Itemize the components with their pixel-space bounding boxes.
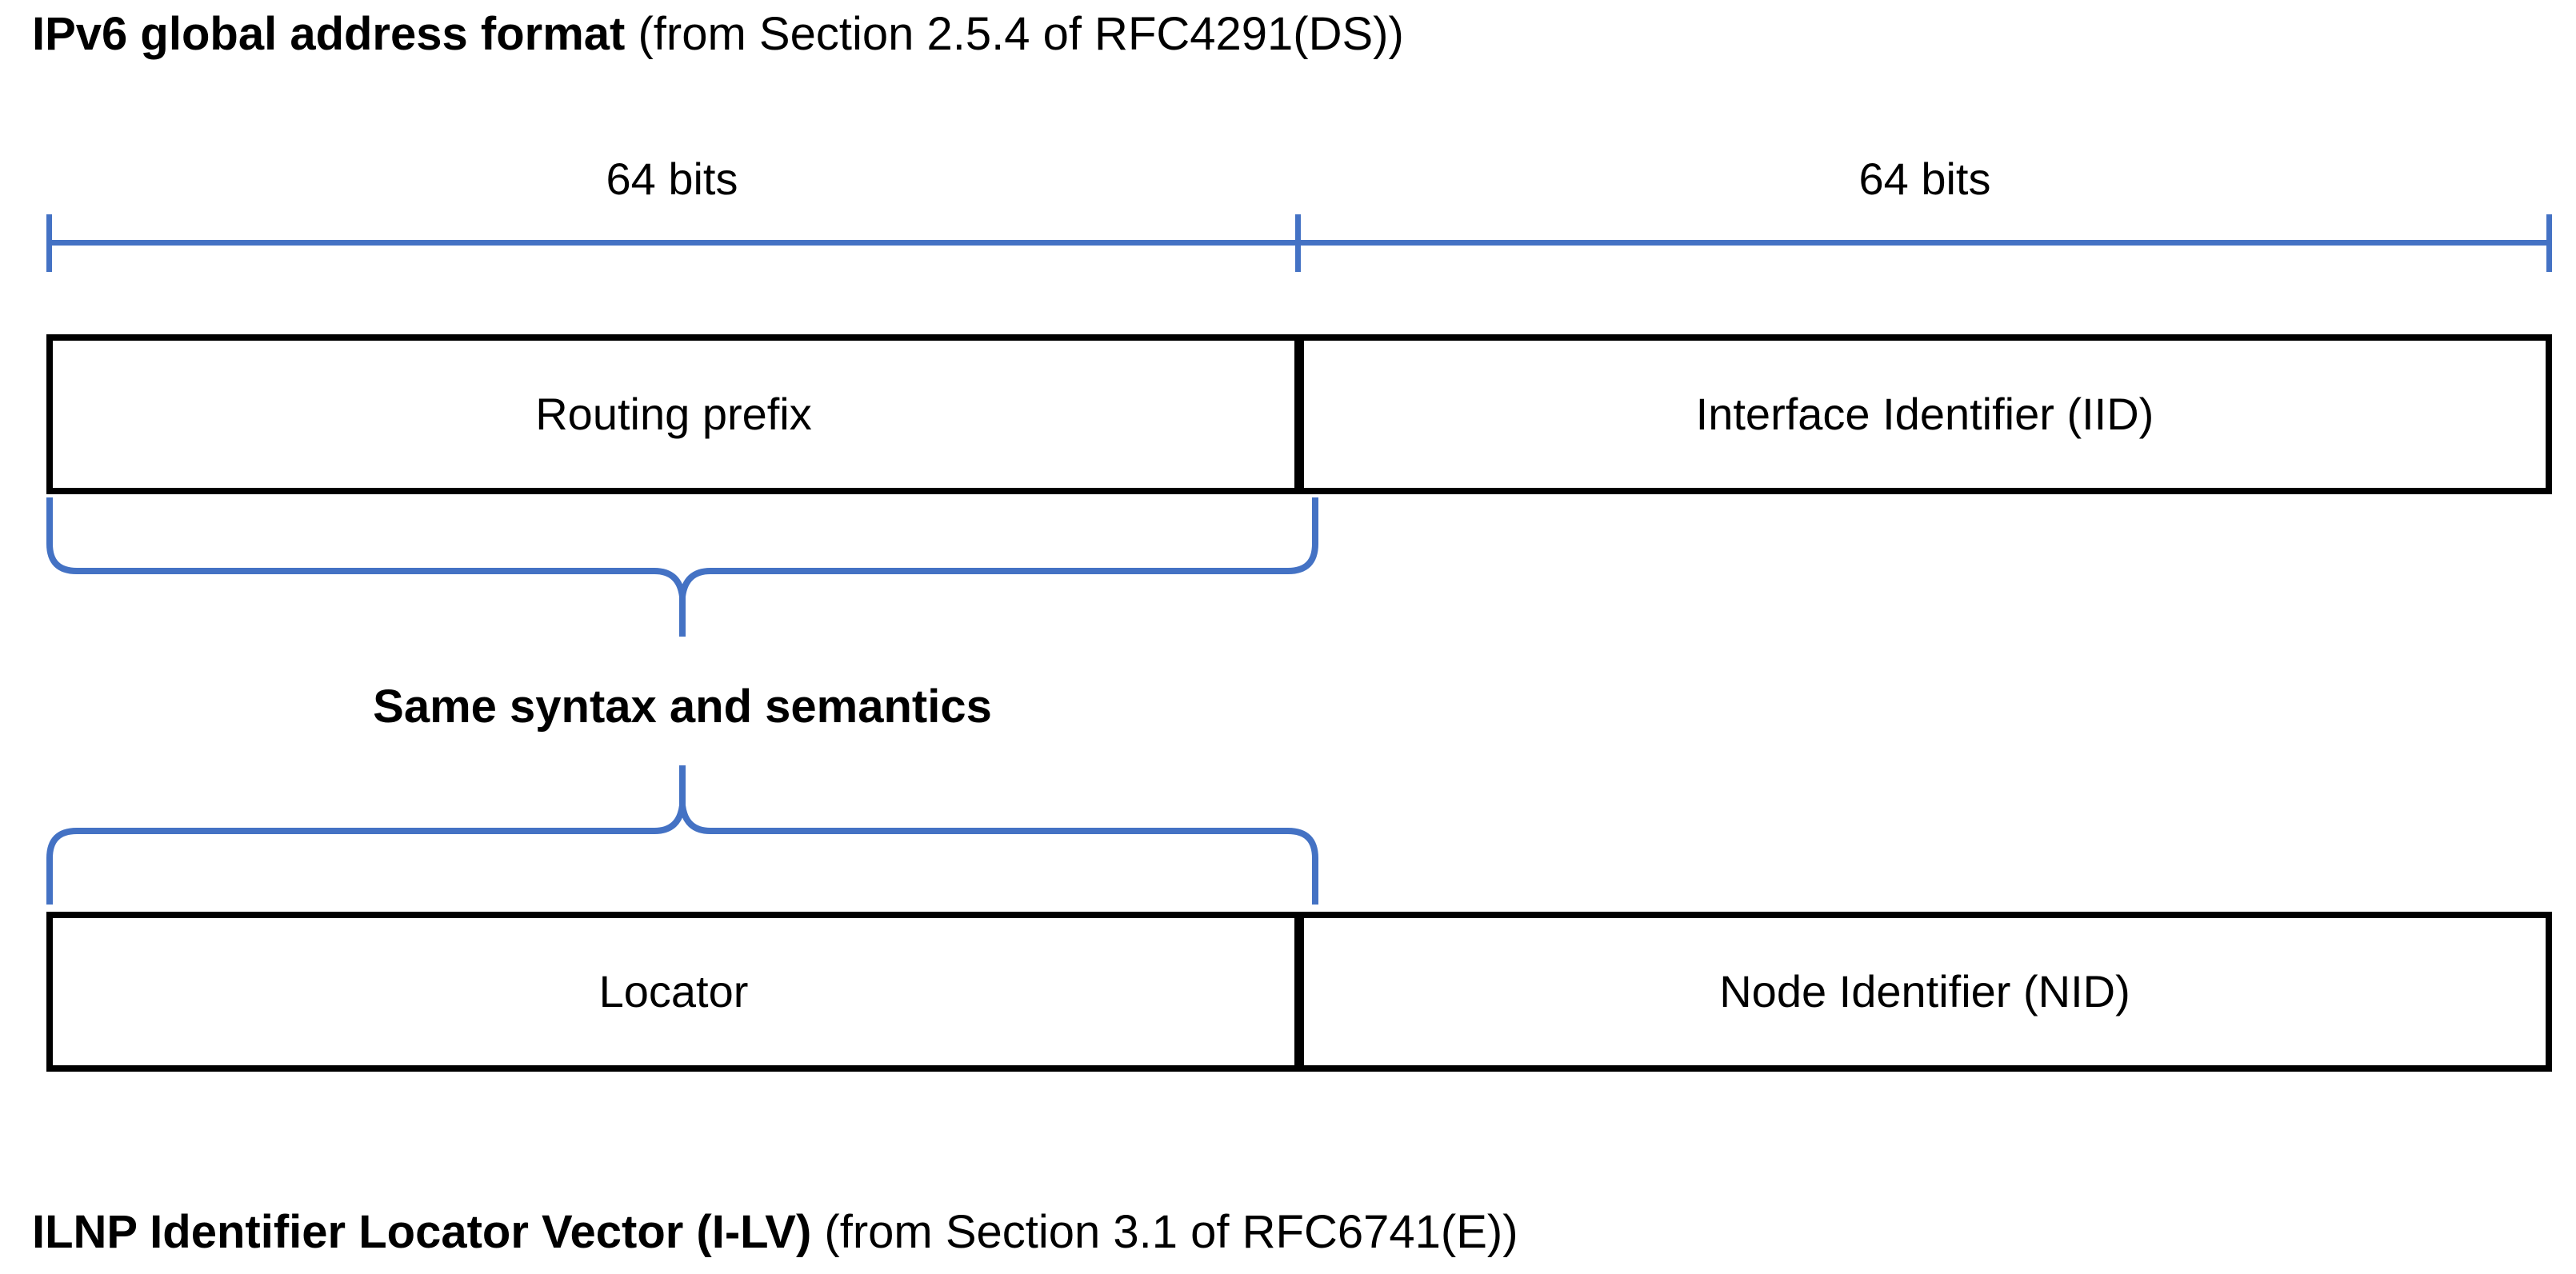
field-label-routing-prefix: Routing prefix	[535, 389, 812, 439]
top-caption-strong: IPv6 global address format	[32, 8, 626, 60]
bits-label-right: 64 bits	[1858, 154, 1991, 204]
top-caption: IPv6 global address format (from Section…	[32, 11, 1404, 58]
field-label-interface-identifier: Interface Identifier (IID)	[1695, 389, 2154, 439]
field-box-node-identifier: Node Identifier (NID)	[1298, 912, 2552, 1072]
dimension-tick-right	[2546, 214, 2552, 272]
equivalence-note: Same syntax and semantics	[373, 681, 992, 733]
bottom-caption-light: (from Section 3.1 of RFC6741(E))	[811, 1206, 1518, 1258]
bottom-caption: ILNP Identifier Locator Vector (I-LV) (f…	[32, 1209, 1518, 1256]
bottom-caption-strong: ILNP Identifier Locator Vector (I-LV)	[32, 1206, 812, 1258]
field-box-routing-prefix: Routing prefix	[46, 334, 1301, 494]
field-label-locator: Locator	[598, 966, 749, 1016]
dimension-tick-middle	[1295, 214, 1301, 272]
field-box-interface-identifier: Interface Identifier (IID)	[1298, 334, 2552, 494]
brace-down-icon	[46, 494, 1318, 638]
brace-up-icon	[46, 764, 1318, 908]
top-caption-light: (from Section 2.5.4 of RFC4291(DS))	[625, 8, 1404, 60]
field-label-node-identifier: Node Identifier (NID)	[1719, 966, 2130, 1016]
bits-label-left: 64 bits	[606, 154, 738, 204]
dimension-tick-left	[46, 214, 52, 272]
field-box-locator: Locator	[46, 912, 1301, 1072]
